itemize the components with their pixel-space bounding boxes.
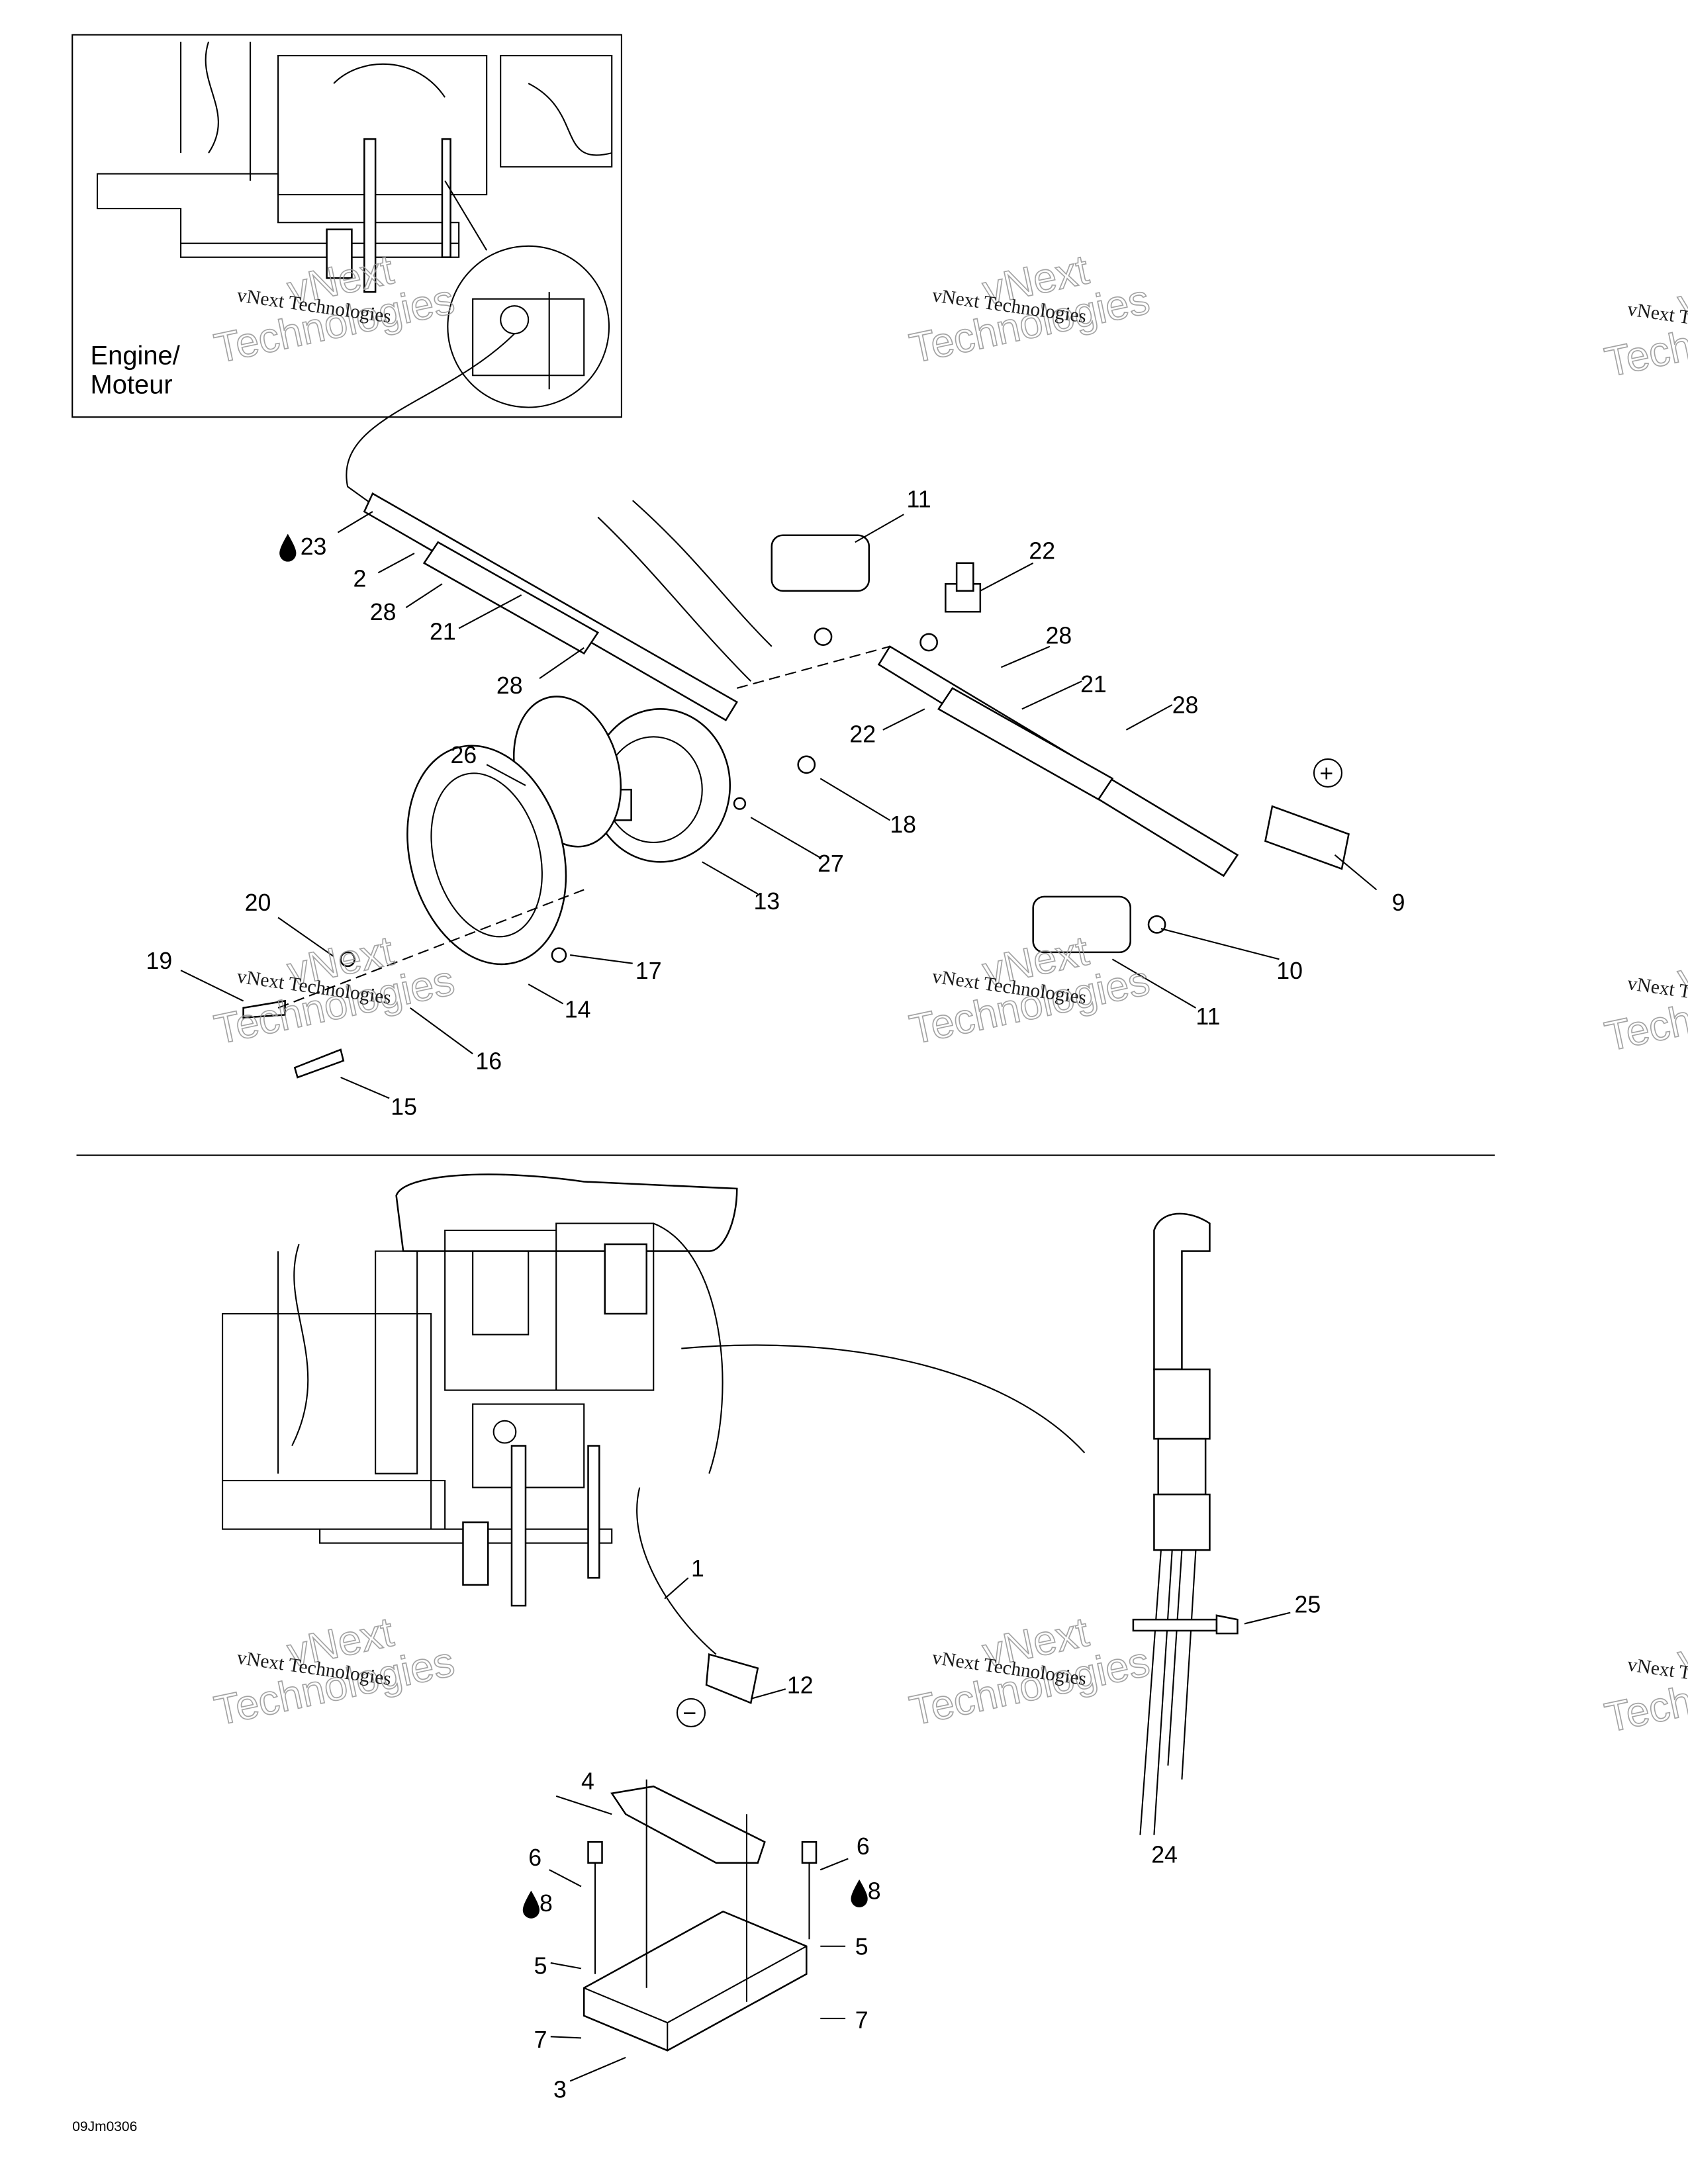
- watermark: vNext Technologies vNext Technologies: [210, 927, 459, 1054]
- callout: 11: [1196, 1003, 1220, 1030]
- figure-code: 09Jm0306: [72, 2119, 137, 2134]
- watermark: vNext Technologies vNext Technologies: [210, 1608, 459, 1735]
- callout: 1: [691, 1555, 704, 1582]
- callout: 14: [565, 997, 591, 1023]
- loctite-droplet-icon: [279, 533, 297, 562]
- callout: 17: [635, 958, 662, 984]
- negative-terminal-icon: [676, 1698, 706, 1727]
- callout: 6: [528, 1844, 541, 1871]
- callout: 26: [451, 742, 477, 768]
- inset-label-line1: Engine/: [91, 341, 181, 370]
- tray: [583, 1910, 808, 2052]
- callout: 25: [1295, 1592, 1321, 1618]
- callout: 6: [857, 1833, 870, 1860]
- callout: 16: [475, 1048, 502, 1074]
- callout: 13: [753, 888, 780, 915]
- callouts-top: 23 2 28 21 28 11 22 28 21 28 22 26 18 27…: [146, 486, 1405, 1120]
- inset-label-line2: Moteur: [91, 371, 173, 400]
- watermark: vNext Technologies vNext Technologies: [905, 1608, 1154, 1735]
- battery-tray: [583, 1779, 818, 2052]
- loctite-droplet-icon: [522, 1890, 539, 1919]
- callouts-bottom: 1 12 25 24 4 6 8 5 7 3 6 8 5 7 −: [522, 1555, 1321, 2103]
- callout: 23: [301, 533, 327, 560]
- callout: 28: [370, 599, 397, 625]
- callout: 2: [353, 565, 367, 592]
- callout: 24: [1151, 1842, 1178, 1868]
- negative-symbol: −: [682, 1700, 696, 1726]
- callout: 22: [1029, 537, 1055, 564]
- engine-inset: Engine/ Moteur: [71, 34, 622, 512]
- hold-down-bracket: [610, 1785, 766, 1864]
- watermarks: vNext Technologies vNext Technologies vN…: [210, 246, 1688, 1742]
- callout: 15: [391, 1094, 417, 1120]
- engine-main: [222, 1173, 1086, 1704]
- watermark: vNext Technologies vNext Technologies: [905, 246, 1154, 373]
- callout: 7: [855, 2007, 868, 2034]
- leader-lines: [180, 511, 1378, 2082]
- callout: 27: [818, 850, 844, 877]
- callout: 20: [245, 889, 271, 916]
- positive-symbol: +: [1319, 760, 1333, 787]
- callout: 5: [855, 1933, 868, 1960]
- wiring-harness: [1132, 1212, 1239, 1835]
- watermark: vNext Technologies vNext Technologies: [1601, 259, 1688, 387]
- loctite-droplet-icon: [851, 1879, 868, 1907]
- positive-terminal-icon: [1313, 758, 1343, 788]
- callout: 8: [868, 1878, 881, 1904]
- callout: 28: [1046, 623, 1072, 649]
- callout: 21: [1080, 671, 1107, 698]
- callout: 18: [890, 811, 916, 838]
- callout: 28: [1172, 692, 1199, 719]
- callout: 21: [430, 618, 456, 645]
- watermark: vNext Technologies vNext Technologies: [1601, 1615, 1688, 1742]
- callout: 10: [1276, 958, 1303, 984]
- callout: 3: [553, 2077, 567, 2103]
- top-assembly: [242, 492, 1350, 1079]
- callout: 8: [539, 1890, 553, 1917]
- callout: 9: [1392, 889, 1405, 916]
- watermark: vNext Technologies vNext Technologies: [1601, 934, 1688, 1061]
- callout: 22: [849, 721, 876, 748]
- callout: 19: [146, 948, 173, 974]
- callout: 5: [534, 1953, 547, 1979]
- callout: 7: [534, 2026, 547, 2053]
- callout: 4: [581, 1768, 594, 1794]
- callout: 12: [787, 1672, 814, 1698]
- callout: 11: [907, 486, 931, 513]
- terminal-boot-top: [771, 534, 870, 592]
- callout: 28: [496, 672, 523, 699]
